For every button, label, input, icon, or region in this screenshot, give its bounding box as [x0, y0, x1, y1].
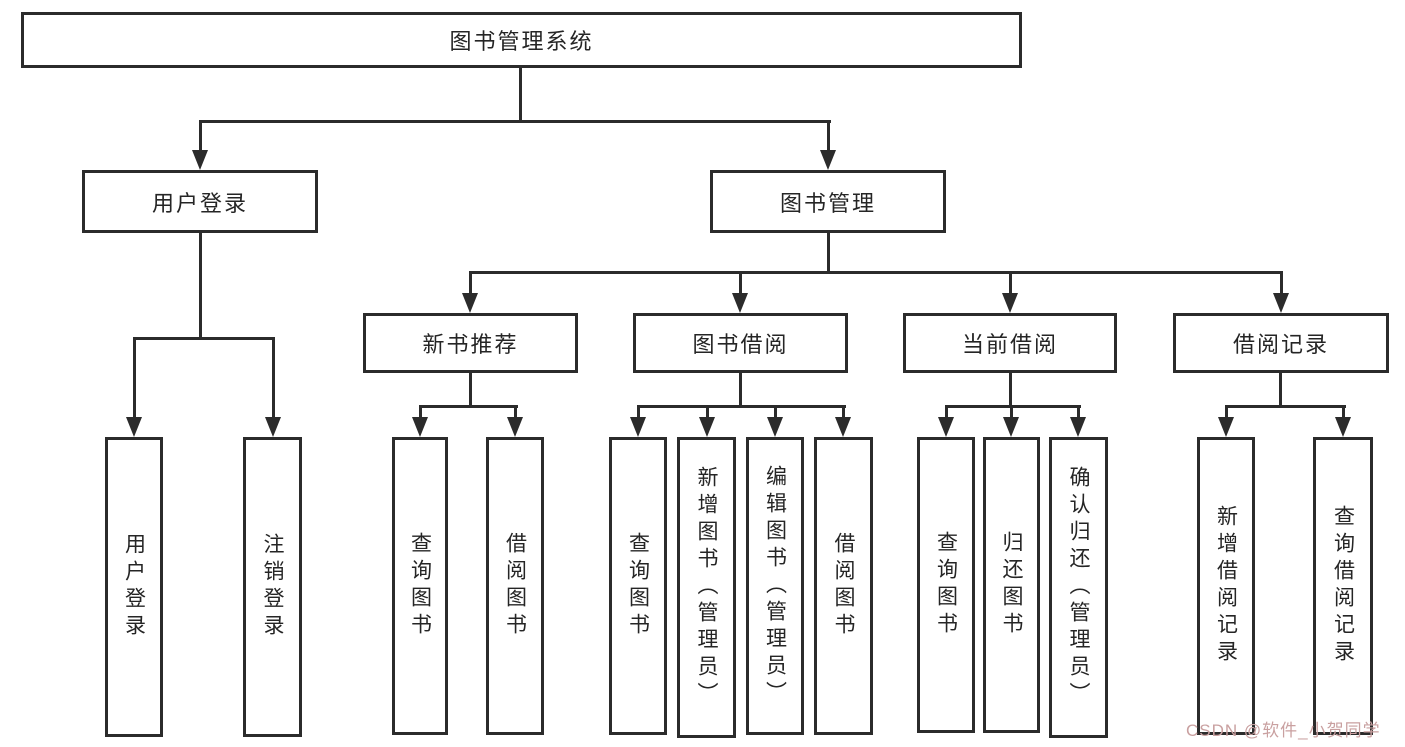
leaf-records-add-record: 新增借阅记录 [1197, 437, 1255, 735]
connector-line [637, 405, 640, 419]
connector-line [739, 373, 742, 408]
node-label: 借阅图书 [503, 532, 527, 640]
node-label: 编辑图书（管理员） [763, 464, 787, 708]
node-label: 新增借阅记录 [1214, 505, 1238, 667]
arrowhead-down-icon [265, 417, 281, 437]
connector-line [1225, 405, 1228, 419]
arrowhead-down-icon [820, 150, 836, 170]
leaf-newbook-query-books: 查询图书 [392, 437, 448, 735]
arrowhead-down-icon [1002, 293, 1018, 313]
arrowhead-down-icon [1070, 417, 1086, 437]
node-current-borrowing: 当前借阅 [903, 313, 1117, 373]
leaf-records-query-record: 查询借阅记录 [1313, 437, 1373, 735]
leaf-current-return-books: 归还图书 [983, 437, 1040, 733]
connector-line [842, 405, 845, 419]
connector-line [1279, 373, 1282, 408]
arrowhead-down-icon [1003, 417, 1019, 437]
leaf-current-query-books: 查询图书 [917, 437, 975, 733]
arrowhead-down-icon [1335, 417, 1351, 437]
node-label: 用户登录 [122, 533, 146, 641]
node-book-management-branch: 图书管理 [710, 170, 946, 233]
connector-line [1077, 405, 1080, 419]
connector-line [706, 405, 709, 419]
arrowhead-down-icon [126, 417, 142, 437]
connector-line [514, 405, 517, 419]
node-label: 借阅记录 [1232, 332, 1329, 357]
connector-line [133, 337, 136, 419]
csdn-watermark: CSDN @软件_小贺同学 [1186, 721, 1381, 740]
connector-line [1010, 405, 1013, 419]
arrowhead-down-icon [938, 417, 954, 437]
leaf-current-confirm-return-admin: 确认归还（管理员） [1049, 437, 1108, 738]
node-label: 图书管理 [779, 190, 876, 216]
arrowhead-down-icon [835, 417, 851, 437]
connector-line [272, 337, 275, 419]
leaf-borrow-borrow-books: 借阅图书 [814, 437, 873, 735]
connector-line [1009, 373, 1012, 408]
node-label: 图书管理系统 [449, 29, 594, 54]
leaf-newbook-borrow-books: 借阅图书 [486, 437, 544, 735]
arrowhead-down-icon [192, 150, 208, 170]
node-new-book-recommend: 新书推荐 [363, 313, 578, 373]
arrowhead-down-icon [412, 417, 428, 437]
node-label: 用户登录 [151, 190, 248, 216]
node-root-system: 图书管理系统 [21, 12, 1022, 68]
node-label: 查询图书 [934, 531, 958, 639]
connector-line [469, 271, 1283, 274]
node-label: 查询图书 [626, 532, 650, 640]
arrowhead-down-icon [462, 293, 478, 313]
connector-line [1280, 271, 1283, 295]
node-label: 归还图书 [1000, 531, 1023, 639]
connector-line [827, 120, 830, 152]
arrowhead-down-icon [732, 293, 748, 313]
connector-line [739, 271, 742, 295]
node-label: 注销登录 [261, 533, 284, 641]
connector-line [1009, 271, 1012, 295]
arrowhead-down-icon [630, 417, 646, 437]
node-label: 查询图书 [408, 532, 432, 640]
leaf-borrow-query-books: 查询图书 [609, 437, 667, 735]
connector-line [519, 68, 522, 122]
connector-line [469, 373, 472, 408]
connector-line [133, 337, 275, 340]
arrowhead-down-icon [767, 417, 783, 437]
connector-line [637, 405, 846, 408]
connector-line [1225, 405, 1346, 408]
connector-line [827, 233, 830, 274]
node-borrow-records: 借阅记录 [1173, 313, 1389, 373]
node-label: 新增图书（管理员） [695, 466, 718, 709]
arrowhead-down-icon [1218, 417, 1234, 437]
node-label: 确认归还（管理员） [1067, 466, 1090, 709]
connector-line [945, 405, 1081, 408]
arrowhead-down-icon [699, 417, 715, 437]
connector-line [774, 405, 777, 419]
node-user-login-branch: 用户登录 [82, 170, 318, 233]
connector-line [945, 405, 948, 419]
leaf-borrow-edit-books-admin: 编辑图书（管理员） [746, 437, 804, 735]
connector-line [199, 233, 202, 340]
node-label: 查询借阅记录 [1331, 505, 1355, 667]
connector-line [419, 405, 518, 408]
connector-line [199, 120, 831, 123]
connector-line [1342, 405, 1345, 419]
leaf-borrow-add-books-admin: 新增图书（管理员） [677, 437, 736, 738]
connector-line [469, 271, 472, 295]
node-label: 借阅图书 [832, 532, 855, 640]
arrowhead-down-icon [1273, 293, 1289, 313]
node-book-borrowing: 图书借阅 [633, 313, 848, 373]
node-label: 新书推荐 [422, 332, 519, 357]
node-label: 当前借阅 [961, 332, 1058, 357]
leaf-user-login: 用户登录 [105, 437, 163, 737]
connector-line [419, 405, 422, 419]
arrowhead-down-icon [507, 417, 523, 437]
connector-line [199, 120, 202, 152]
leaf-logout: 注销登录 [243, 437, 302, 737]
node-label: 图书借阅 [692, 332, 789, 357]
